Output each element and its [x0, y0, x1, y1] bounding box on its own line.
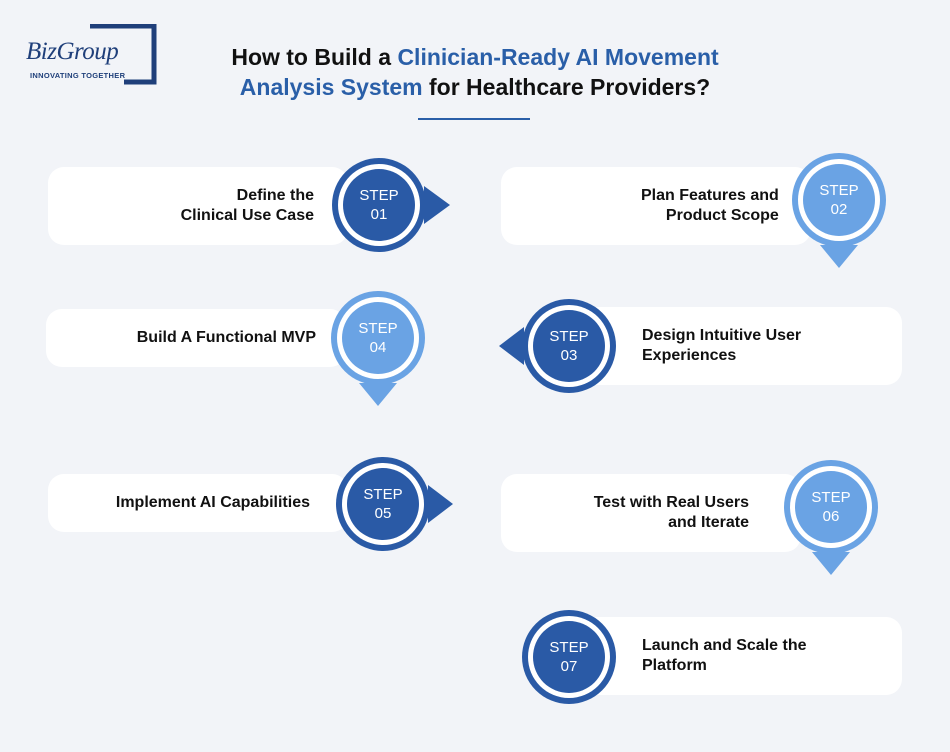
down-arrow-icon — [359, 383, 397, 406]
brand-tagline: INNOVATING TOGETHER — [30, 71, 126, 80]
step-03-text: Design Intuitive User Experiences — [642, 327, 802, 364]
step-04-number: 04 — [369, 339, 387, 356]
step-07-text: Launch and Scale the Platform — [642, 637, 807, 674]
step-07-card: Launch and Scale the Platform — [560, 617, 902, 695]
step-03-badge: STEP 03 — [499, 298, 617, 394]
brand-name: BizGroup — [26, 38, 119, 65]
step-07-label: STEP — [549, 639, 589, 656]
step-05-text: Implement AI Capabilities — [115, 494, 310, 511]
step-03-label: STEP — [549, 328, 589, 345]
title-underline — [418, 118, 530, 120]
step-01-badge: STEP 01 — [331, 157, 450, 253]
step-01-card: Define the Clinical Use Case — [48, 167, 348, 245]
title-line1-prefix: How to Build a — [231, 44, 398, 70]
logo-mark-icon — [90, 24, 157, 85]
step-04-card: Build A Functional MVP — [46, 309, 346, 367]
step-02-badge: STEP 02 — [791, 152, 887, 268]
step-06-card: Test with Real Users and Iterate — [501, 474, 801, 552]
brand-logo: BizGroup INNOVATING TOGETHER — [22, 24, 162, 86]
step-06-text: Test with Real Users and Iterate — [593, 494, 749, 531]
step-02-label: STEP — [819, 182, 859, 199]
page-title: How to Build a Clinician-Ready AI Moveme… — [170, 42, 780, 102]
step-03-card: Design Intuitive User Experiences — [560, 307, 902, 385]
title-line2-suffix: for Healthcare Providers? — [422, 74, 711, 100]
right-arrow-icon — [428, 485, 453, 523]
step-02-text: Plan Features and Product Scope — [641, 187, 779, 224]
down-arrow-icon — [812, 552, 850, 575]
step-03-number: 03 — [560, 347, 578, 364]
step-06-label: STEP — [811, 489, 851, 506]
step-04-text: Build A Functional MVP — [136, 329, 316, 346]
step-07-badge: STEP 07 — [521, 609, 617, 705]
step-07-number: 07 — [560, 658, 578, 675]
step-01-label: STEP — [359, 187, 399, 204]
title-line1-highlight: Clinician-Ready AI Movement — [397, 44, 719, 70]
step-02-card: Plan Features and Product Scope — [501, 167, 811, 245]
step-05-badge: STEP 05 — [335, 456, 453, 552]
step-04-label: STEP — [358, 320, 398, 337]
step-06-number: 06 — [822, 508, 840, 525]
left-arrow-icon — [499, 327, 524, 365]
step-05-card: Implement AI Capabilities — [48, 474, 348, 532]
step-02-number: 02 — [830, 201, 848, 218]
title-line2-highlight: Analysis System — [239, 74, 423, 100]
step-04-badge: STEP 04 — [330, 290, 426, 406]
step-05-number: 05 — [374, 505, 392, 522]
step-01-number: 01 — [370, 206, 388, 223]
step-05-label: STEP — [363, 486, 403, 503]
step-06-badge: STEP 06 — [783, 459, 879, 575]
down-arrow-icon — [820, 245, 858, 268]
step-01-text: Define the Clinical Use Case — [180, 187, 314, 224]
right-arrow-icon — [424, 186, 450, 224]
